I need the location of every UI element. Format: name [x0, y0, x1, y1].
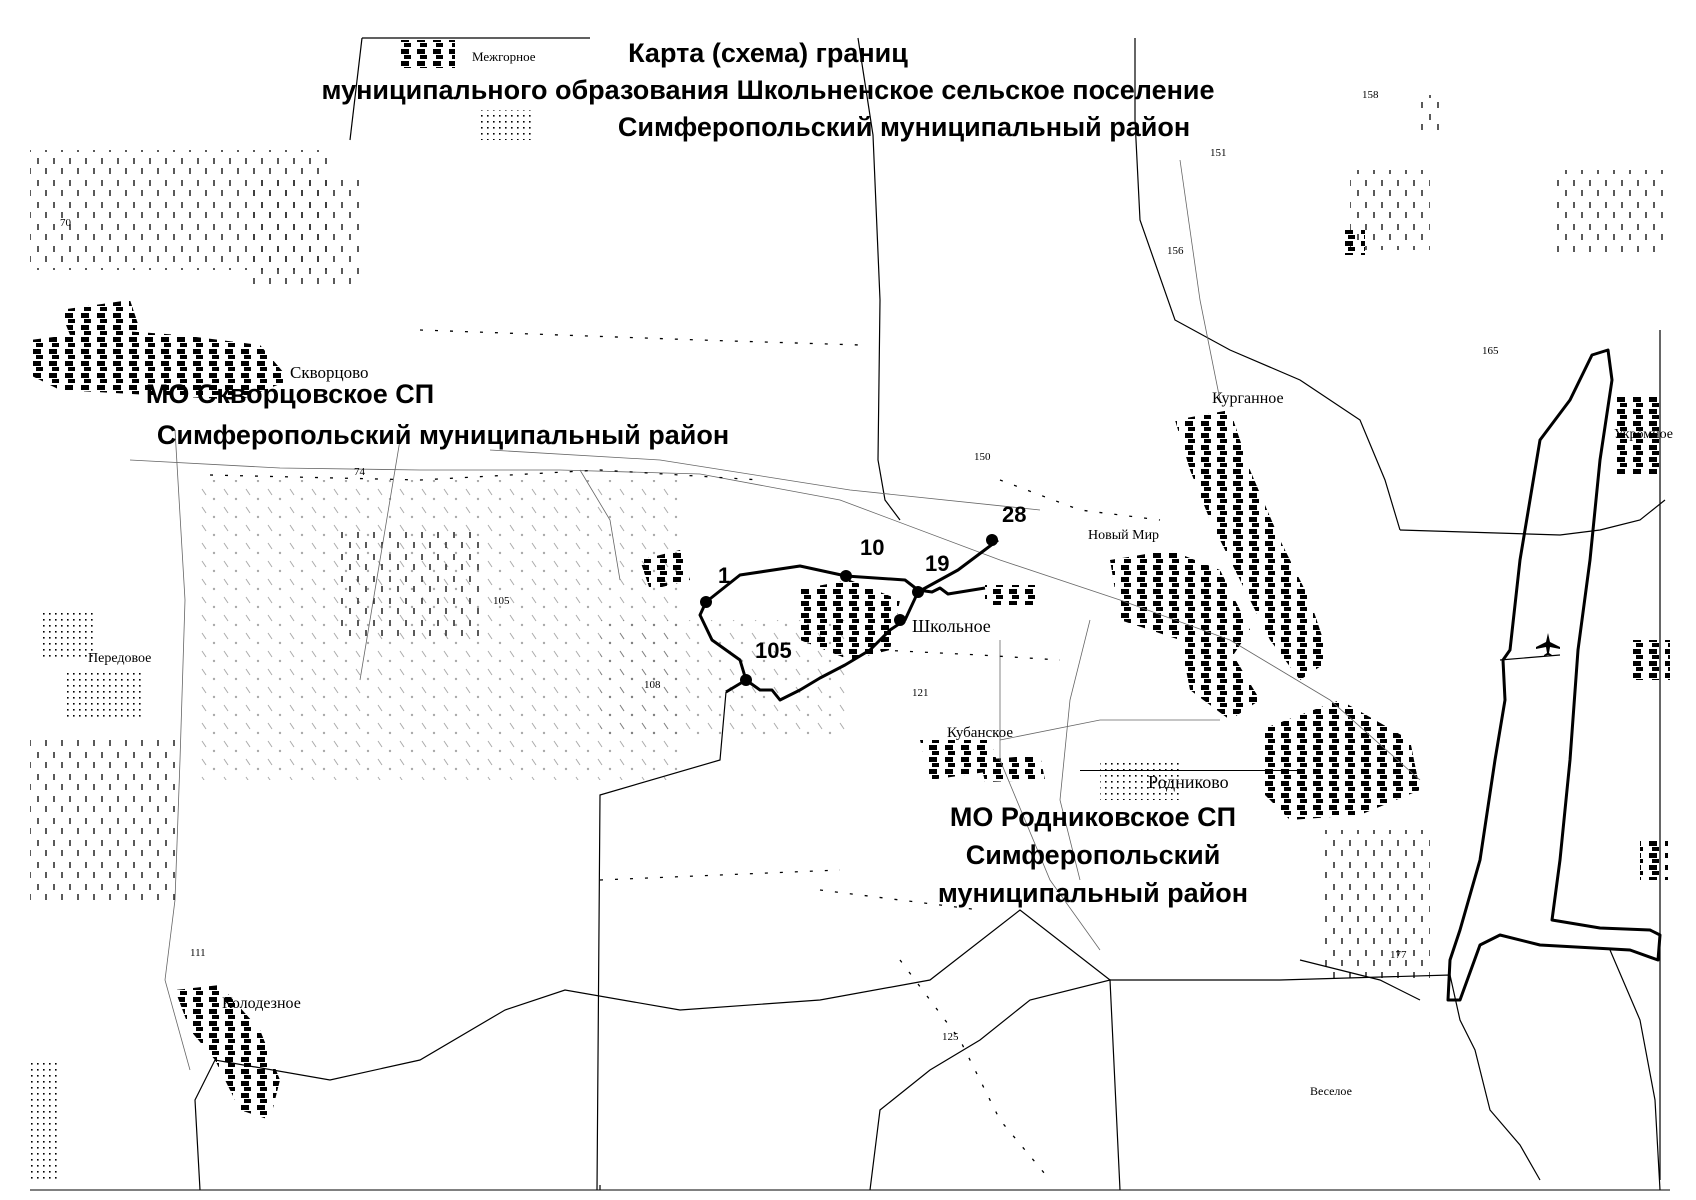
rodnikovo-sp-district: Симферопольский — [966, 840, 1221, 870]
land-use-layer — [30, 95, 1665, 1180]
elevation-158: 158 — [1362, 89, 1379, 101]
label-kolodeznoe: Колодезное — [222, 995, 301, 1012]
elevation-150: 150 — [974, 451, 991, 463]
municipal-boundaries — [194, 37, 1666, 1191]
settlement-blocks — [30, 40, 1670, 1120]
label-peredovoe: Передовое — [88, 651, 151, 666]
tracks — [209, 329, 1161, 1181]
elevation-156: 156 — [1167, 245, 1184, 257]
label-kurgannoe: Курганное — [1212, 390, 1284, 407]
boundary-point-1 — [700, 596, 712, 608]
title-line-2: муниципального образования Школьненское … — [321, 75, 1214, 105]
elevation-108: 108 — [644, 679, 661, 691]
elevation-74: 74 — [354, 466, 366, 478]
elevation-165: 165 — [1482, 345, 1499, 357]
map-title: Карта (схема) границ муниципального обра… — [321, 38, 1214, 142]
elevation-121: 121 — [912, 687, 929, 699]
elevation-125: 125 — [942, 1031, 959, 1043]
boundary-point-extra — [894, 614, 906, 626]
boundary-point-19 — [912, 586, 924, 598]
settlement-labels: Межгорное Скворцово Передовое Колодезное… — [88, 49, 1673, 1098]
elevation-151: 151 — [1210, 147, 1227, 159]
label-skvortsovo: Скворцово — [290, 363, 369, 382]
rodnikovo-sp-district-2: муниципальный район — [938, 878, 1248, 908]
elevation-105: 105 — [493, 595, 510, 607]
label-veseloe: Веселое — [1310, 1084, 1352, 1098]
label-rodnikovo: Родниково — [1148, 772, 1229, 792]
rodnikovo-sp-label: МО Родниковское СП — [950, 802, 1236, 832]
elevation-70: 70 — [60, 217, 72, 229]
title-line-1: Карта (схема) границ — [628, 38, 908, 68]
boundary-point-labels: 1 10 19 28 105 — [718, 502, 1026, 663]
skvortsovo-sp-district: Симферопольский муниципальный район — [157, 420, 729, 450]
label-kubanskoe: Кубанское — [947, 725, 1013, 741]
airport — [1446, 348, 1662, 1002]
roads — [129, 159, 1421, 1071]
label-shkolnoe: Школьное — [912, 616, 991, 636]
label-mezhgornoe: Межгорное — [472, 49, 536, 64]
label-ukromnoe: Укромное — [1614, 427, 1673, 442]
point-label-1: 1 — [718, 563, 730, 588]
boundary-point-10 — [840, 570, 852, 582]
point-label-19: 19 — [925, 551, 949, 576]
boundary-point-105 — [740, 674, 752, 686]
title-line-3: Симферопольский муниципальный район — [618, 112, 1190, 142]
elevation-177: 177 — [1390, 949, 1407, 961]
point-label-10: 10 — [860, 535, 884, 560]
elevation-111: 111 — [190, 947, 206, 959]
skvortsovo-sp-label: МО Скворцовское СП — [146, 379, 434, 409]
shkolnoe-boundary — [698, 534, 999, 702]
label-novy-mir: Новый Мир — [1088, 528, 1159, 543]
airplane-icon — [1536, 633, 1560, 656]
point-label-105: 105 — [755, 638, 792, 663]
neighbor-labels: МО Скворцовское СП Симферопольский муниц… — [146, 379, 1248, 908]
elevation-marks: 158 151 156 165 150 70 74 105 108 121 11… — [60, 89, 1499, 1043]
boundary-point-28 — [986, 534, 998, 546]
point-label-28: 28 — [1002, 502, 1026, 527]
